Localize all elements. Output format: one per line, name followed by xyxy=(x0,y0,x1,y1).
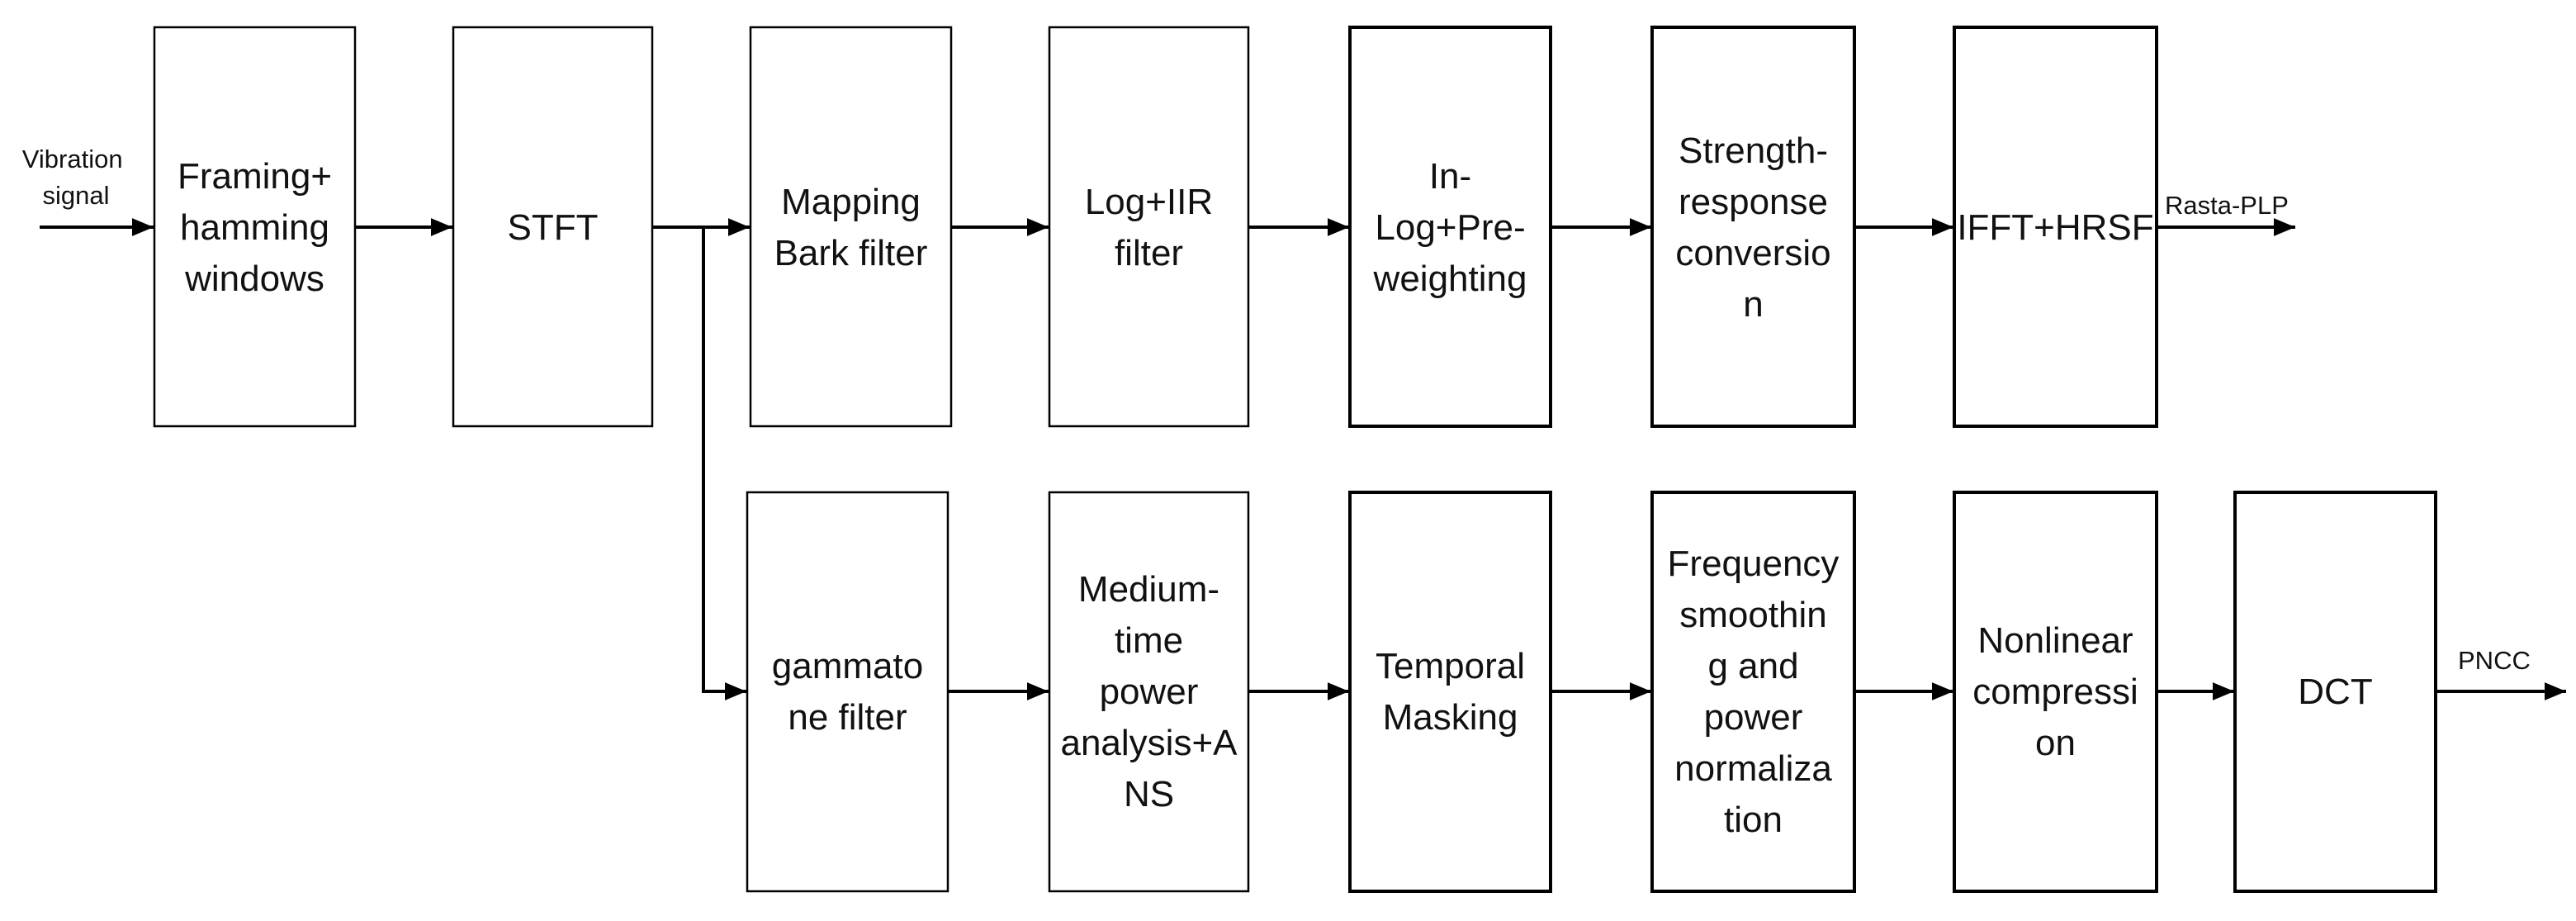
box-gammatone-frame xyxy=(746,491,949,893)
output-label-pncc: PNCC xyxy=(2458,646,2531,675)
box-stft-frame xyxy=(452,26,654,428)
connectors xyxy=(40,218,2566,700)
branch-line xyxy=(702,227,746,700)
box-ifft-hrsf: IFFT+HRSF xyxy=(1953,26,2158,428)
box-strength-response-frame xyxy=(1650,26,1856,428)
box-framing-frame xyxy=(153,26,357,428)
box-in-log-pre: In-Log+Pre-weighting xyxy=(1348,26,1552,428)
box-in-log-pre-frame xyxy=(1348,26,1552,428)
output-label-rasta-plp: Rasta-PLP xyxy=(2165,191,2289,220)
box-dct: DCT xyxy=(2233,491,2437,893)
box-ifft-hrsf-frame xyxy=(1953,26,2158,428)
box-log-iir-frame xyxy=(1048,26,1250,428)
box-ifft-hrsf-label: IFFT+HRSF xyxy=(1957,207,2153,248)
box-stft-label: STFT xyxy=(508,207,599,248)
box-stft: STFT xyxy=(452,26,654,428)
box-mapping-bark-frame xyxy=(749,26,953,428)
box-dct-label: DCT xyxy=(2298,672,2372,712)
box-nonlinear-compression-frame xyxy=(1953,491,2158,893)
box-medium-time-frame xyxy=(1048,491,1250,893)
box-frequency-smoothing-frame xyxy=(1650,491,1856,893)
box-in-log-pre-label: In-Log+Pre-weighting xyxy=(1373,156,1527,299)
box-temporal-masking-frame xyxy=(1348,491,1552,893)
input-label: Vibration signal xyxy=(22,145,130,210)
box-dct-frame xyxy=(2233,491,2437,893)
